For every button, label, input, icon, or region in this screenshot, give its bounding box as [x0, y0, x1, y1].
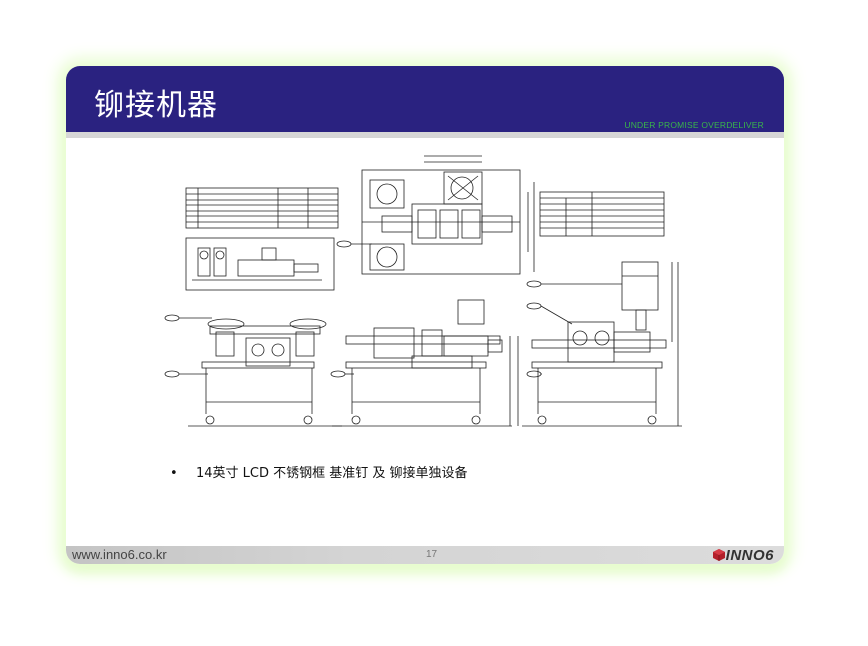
side-view	[522, 261, 682, 427]
company-logo: INNO6	[712, 546, 774, 564]
logo-text: INNO6	[725, 546, 774, 564]
front-view-left	[188, 318, 342, 427]
callout-balloons	[164, 240, 622, 378]
bullet-item: • 14英寸 LCD 不锈钢框 基准钉 及 铆接单独设备	[170, 462, 468, 481]
slide-footer: www.inno6.co.kr 17 INNO6	[66, 546, 784, 564]
front-view-middle	[332, 299, 519, 427]
small-assembly-view	[192, 247, 322, 281]
website-url: www.inno6.co.kr	[72, 547, 167, 562]
header-divider	[66, 132, 784, 138]
tagline: UNDER PROMISE OVERDELIVER	[624, 120, 764, 130]
slide-header: 铆接机器 UNDER PROMISE OVERDELIVER	[66, 66, 784, 132]
slide-title: 铆接机器	[94, 88, 218, 123]
parts-table	[185, 187, 339, 229]
top-view	[361, 155, 535, 275]
technical-drawing	[164, 155, 682, 427]
page-number: 17	[426, 549, 438, 560]
slide: 铆接机器 UNDER PROMISE OVERDELIVER	[66, 66, 784, 564]
bullet-marker: •	[170, 466, 178, 481]
logo-cube-icon	[712, 549, 725, 561]
bullet-text: 14英寸 LCD 不锈钢框 基准钉 及 铆接单独设备	[196, 466, 468, 481]
spec-table	[539, 191, 665, 237]
